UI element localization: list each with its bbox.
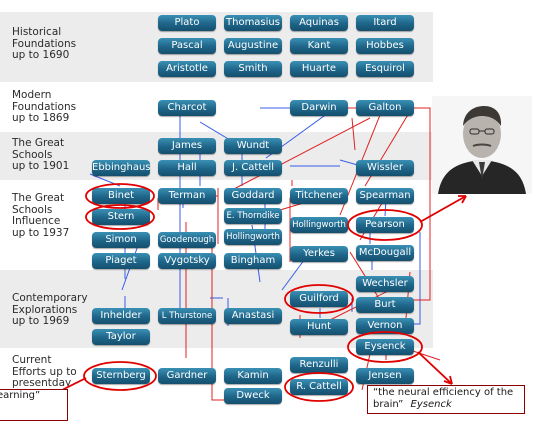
node-james[interactable]: James	[158, 138, 216, 154]
node-stern[interactable]: Stern	[92, 209, 150, 225]
era-label-historical: Historical Foundations up to 1690	[12, 26, 77, 61]
node-hollingworth-l[interactable]: Hollingworth	[290, 217, 348, 233]
note-learning: earning”	[0, 389, 68, 421]
node-r-cattell[interactable]: R. Cattell	[290, 379, 348, 395]
era-label-modern: Modern Foundations up to 1869	[12, 89, 77, 124]
node-cattell-j[interactable]: J. Cattell	[224, 160, 282, 176]
node-terman[interactable]: Terman	[158, 188, 216, 204]
note-eysenck-quote: “the neural efficiency of the brain” Eys…	[367, 385, 525, 414]
node-plato[interactable]: Plato	[158, 15, 216, 31]
node-vygotsky[interactable]: Vygotsky	[158, 253, 216, 269]
node-renzulli[interactable]: Renzulli	[290, 357, 348, 373]
node-ebbinghaus[interactable]: Ebbinghaus	[92, 160, 150, 176]
node-mcdougall[interactable]: McDougall	[356, 245, 414, 261]
node-wundt[interactable]: Wundt	[224, 138, 282, 154]
node-spearman[interactable]: Spearman	[356, 188, 414, 204]
node-esquirol[interactable]: Esquirol	[356, 61, 414, 77]
era-label-great-schools: The Great Schools up to 1901	[12, 137, 70, 172]
node-hollingworth-h[interactable]: Hollingworth	[224, 229, 282, 245]
node-wissler[interactable]: Wissler	[356, 160, 414, 176]
node-wechsler[interactable]: Wechsler	[356, 276, 414, 292]
node-goddard[interactable]: Goddard	[224, 188, 282, 204]
node-burt[interactable]: Burt	[356, 297, 414, 313]
node-kant[interactable]: Kant	[290, 38, 348, 54]
node-vernon[interactable]: Vernon	[356, 318, 414, 334]
note-learning-text: earning”	[0, 390, 41, 401]
node-e-thorndike[interactable]: E. Thorndike	[224, 208, 282, 224]
node-simon[interactable]: Simon	[92, 232, 150, 248]
node-huarte[interactable]: Huarte	[290, 61, 348, 77]
node-inhelder[interactable]: Inhelder	[92, 308, 150, 324]
node-charcot[interactable]: Charcot	[158, 100, 216, 116]
node-gardner[interactable]: Gardner	[158, 368, 216, 384]
node-darwin[interactable]: Darwin	[290, 100, 348, 116]
node-dweck[interactable]: Dweck	[224, 388, 282, 404]
era-label-influence: The Great Schools Influence up to 1937	[12, 192, 70, 239]
era-label-contemporary: Contemporary Explorations up to 1969	[12, 292, 88, 327]
node-goodenough[interactable]: Goodenough	[158, 232, 216, 248]
node-piaget[interactable]: Piaget	[92, 253, 150, 269]
portrait-photo	[432, 96, 532, 194]
node-hunt[interactable]: Hunt	[290, 319, 348, 335]
node-guilford[interactable]: Guilford	[290, 291, 348, 307]
note-quote-author: Eysenck	[410, 399, 452, 410]
node-itard[interactable]: Itard	[356, 15, 414, 31]
era-label-current: Current Efforts up to presentday	[12, 354, 77, 389]
node-galton[interactable]: Galton	[356, 100, 414, 116]
node-anastasi[interactable]: Anastasi	[224, 308, 282, 324]
node-aquinas[interactable]: Aquinas	[290, 15, 348, 31]
node-sternberg[interactable]: Sternberg	[92, 368, 150, 384]
node-l-thurstone[interactable]: L Thurstone	[158, 308, 216, 324]
node-jensen[interactable]: Jensen	[356, 368, 414, 384]
node-binet[interactable]: Binet	[92, 188, 150, 204]
node-pascal[interactable]: Pascal	[158, 38, 216, 54]
node-thomasius[interactable]: Thomasius	[224, 15, 282, 31]
note-quote-text: “the neural efficiency of the brain”	[373, 387, 514, 410]
node-smith[interactable]: Smith	[224, 61, 282, 77]
node-bingham[interactable]: Bingham	[224, 253, 282, 269]
node-hall[interactable]: Hall	[158, 160, 216, 176]
node-pearson[interactable]: Pearson	[356, 217, 414, 233]
node-titchener[interactable]: Titchener	[290, 188, 348, 204]
node-eysenck[interactable]: Eysenck	[356, 339, 414, 355]
node-kamin[interactable]: Kamin	[224, 368, 282, 384]
node-taylor[interactable]: Taylor	[92, 329, 150, 345]
node-yerkes[interactable]: Yerkes	[290, 246, 348, 262]
node-aristotle[interactable]: Aristotle	[158, 61, 216, 77]
node-augustine[interactable]: Augustine	[224, 38, 282, 54]
node-hobbes[interactable]: Hobbes	[356, 38, 414, 54]
